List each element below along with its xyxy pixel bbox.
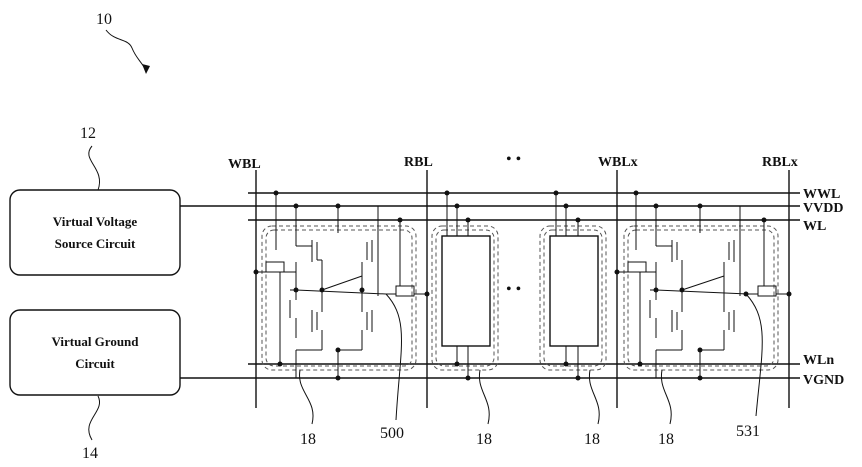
rbl-label: RBL: [404, 155, 433, 170]
figure-arrowhead: [142, 64, 150, 74]
ground-block-line2: Circuit: [75, 356, 115, 371]
node-500-ref: 500: [380, 425, 404, 442]
virtual-ground-block: [9, 309, 181, 396]
rblx-label: RBLx: [762, 155, 798, 170]
ground-block-ref: 14: [82, 445, 98, 462]
cell-4-ref: 18: [658, 431, 674, 448]
memory-cell-2: [431, 190, 499, 381]
voltage-block-leader: [88, 145, 101, 191]
ground-block-leader: [88, 395, 101, 441]
cell-1-leader: [299, 369, 314, 425]
memory-cell-3: [539, 190, 607, 381]
wblx-label: WBLx: [598, 155, 638, 170]
vvdd-label: VVDD: [803, 201, 843, 216]
vgnd-label: VGND: [803, 373, 844, 388]
voltage-block-line1: Virtual Voltage: [53, 214, 138, 229]
memory-cell-4: [614, 190, 792, 381]
virtual-voltage-source-block: [9, 189, 181, 276]
node-500-leader: [385, 293, 402, 421]
figure-number: 10: [96, 11, 112, 28]
memory-cell-1: [253, 190, 430, 381]
cell-3-ref: 18: [584, 431, 600, 448]
voltage-block-ref: 12: [80, 125, 96, 142]
wl-label: WL: [803, 219, 826, 234]
wbl-label: WBL: [228, 157, 261, 172]
ellipsis-top: • •: [506, 151, 521, 168]
node-531-leader: [745, 293, 763, 417]
ground-block-line1: Virtual Ground: [51, 334, 139, 349]
node-531-ref: 531: [736, 423, 760, 440]
cell-3-leader: [588, 369, 600, 425]
figure-arrow: [105, 29, 147, 71]
wwl-label: WWL: [803, 187, 840, 202]
cell-2-leader: [478, 369, 490, 425]
cell-4-leader: [660, 369, 672, 425]
wln-label: WLn: [803, 353, 834, 368]
cell-2-ref: 18: [476, 431, 492, 448]
voltage-block-line2: Source Circuit: [55, 236, 136, 251]
cell-1-ref: 18: [300, 431, 316, 448]
ellipsis-middle: • •: [506, 281, 521, 298]
